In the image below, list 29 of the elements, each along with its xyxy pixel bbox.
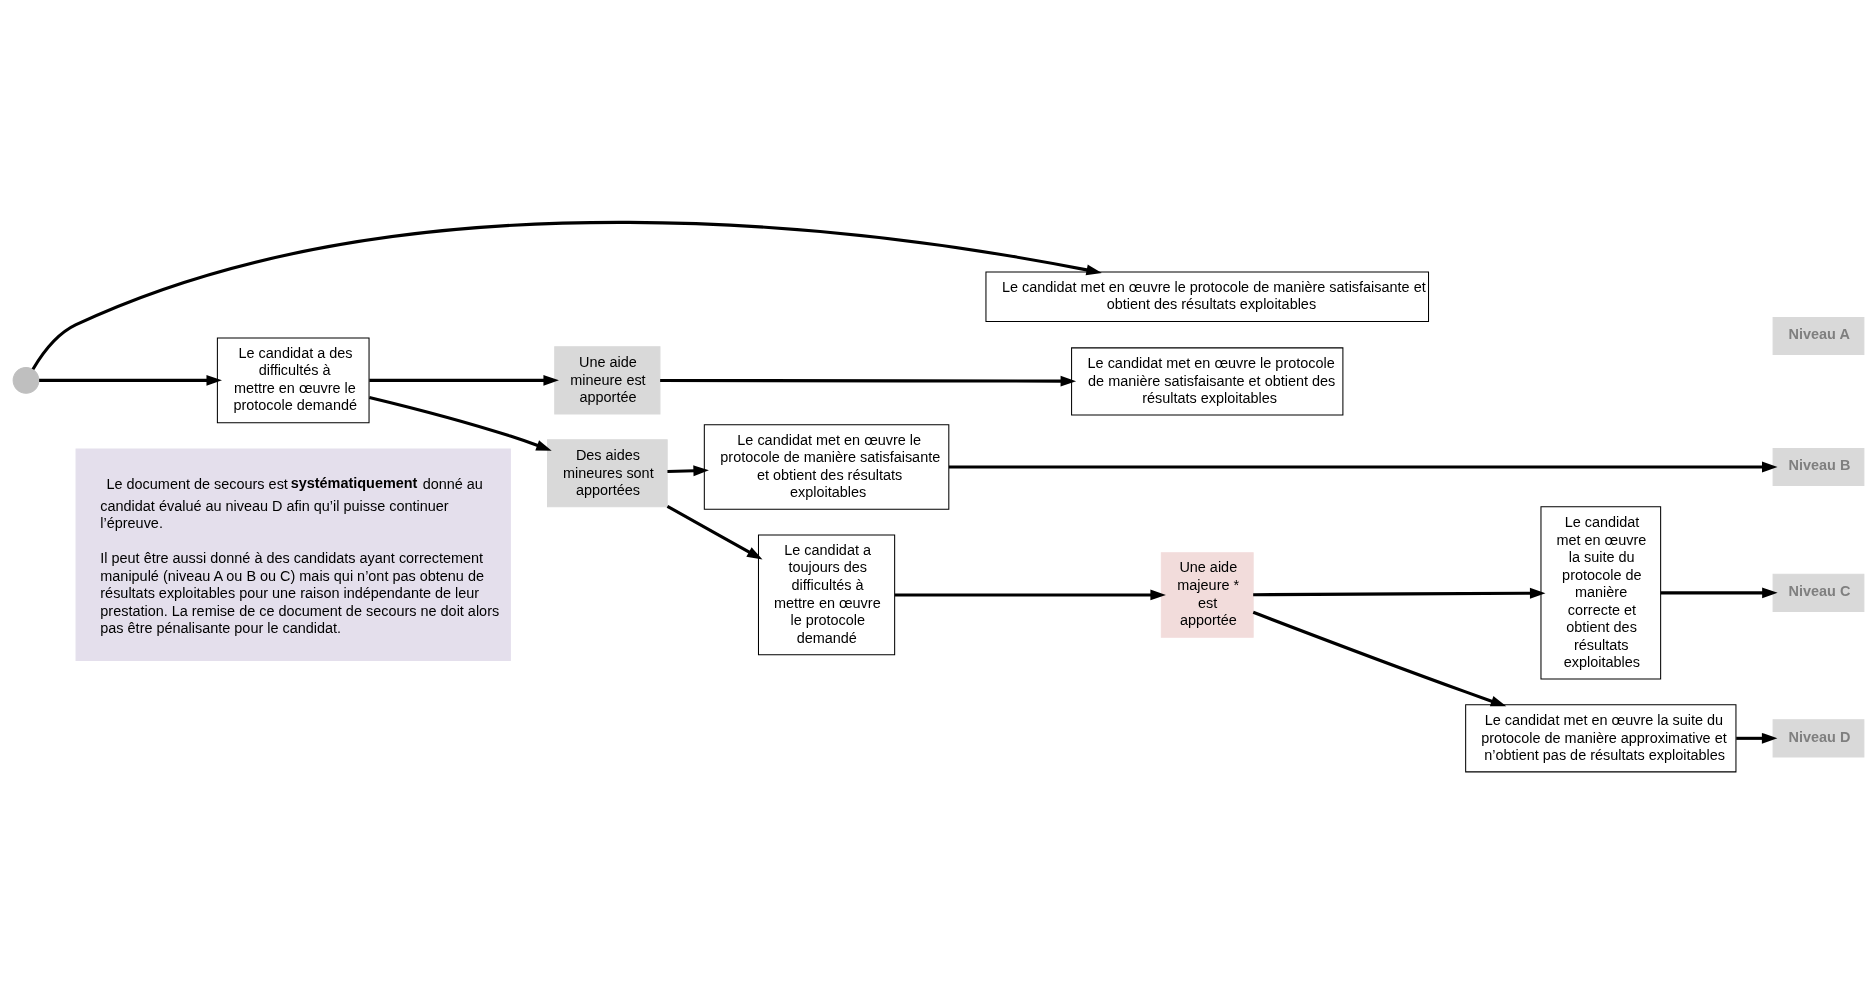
arrow	[368, 374, 559, 386]
node-box: Des aides mineures sont apportées	[546, 438, 668, 507]
arrow	[1660, 586, 1778, 598]
node-box: Le document de secours est systématiquement donné au candidat évalué au niveau D afin qu’il puisse continuer l’épreuve. Il peut être aussi donné à des candidats ayant correctement manipulé (niveau A ou B ou C) mais qui n’ont pas obtenu de résultats exploitables pour une raison indépendante de leur prestation. La remise de ce document de secours ne doit alors pas être pénalisante pour le candidat.	[75, 447, 511, 661]
node-box: Une aide majeure * est apportée	[1160, 551, 1254, 638]
node-box: Le candidat met en œuvre le protocole de manière satisfaisante et obtient des résultats exploitables	[1070, 346, 1343, 415]
node-box: Le candidat met en œuvre la suite du protocole de manière approximative et n’obtient pas de résultats exploitables	[1464, 703, 1736, 772]
node-circle	[12, 366, 39, 394]
arrow	[1252, 587, 1545, 599]
arrow	[38, 374, 222, 386]
arrow	[666, 464, 709, 476]
arrow	[1735, 732, 1777, 744]
node-box: Niveau C	[1772, 573, 1864, 612]
node-box: Le candidat a toujours des difficultés à mettre en œuvre le protocole demandé	[757, 534, 895, 655]
node-box: Niveau B	[1772, 447, 1864, 486]
node-box: Niveau A	[1772, 316, 1864, 355]
arrow	[948, 461, 1777, 472]
node-box: Une aide mineure est apportée	[553, 345, 660, 414]
arrow	[894, 589, 1166, 600]
node-box: Niveau D	[1772, 718, 1864, 757]
arrow	[368, 395, 552, 451]
arrow	[666, 504, 762, 560]
arrow	[659, 375, 1076, 387]
node-box: Le candidat met en œuvre le protocole de manière satisfaisante et obtient des résultats exploitables	[984, 271, 1429, 322]
node-box: Le candidat met en œuvre le protocole de manière satisfaisante et obtient des résultats exploitables	[703, 423, 949, 510]
node-box: Le candidat met en œuvre la suite du protocole de manière correcte et obtient des résultats exploitables	[1539, 505, 1661, 680]
node-box: Le candidat a des difficultés à mettre en œuvre le protocole demandé	[216, 337, 370, 423]
arrow	[31, 220, 1102, 370]
arrow	[1252, 610, 1506, 706]
